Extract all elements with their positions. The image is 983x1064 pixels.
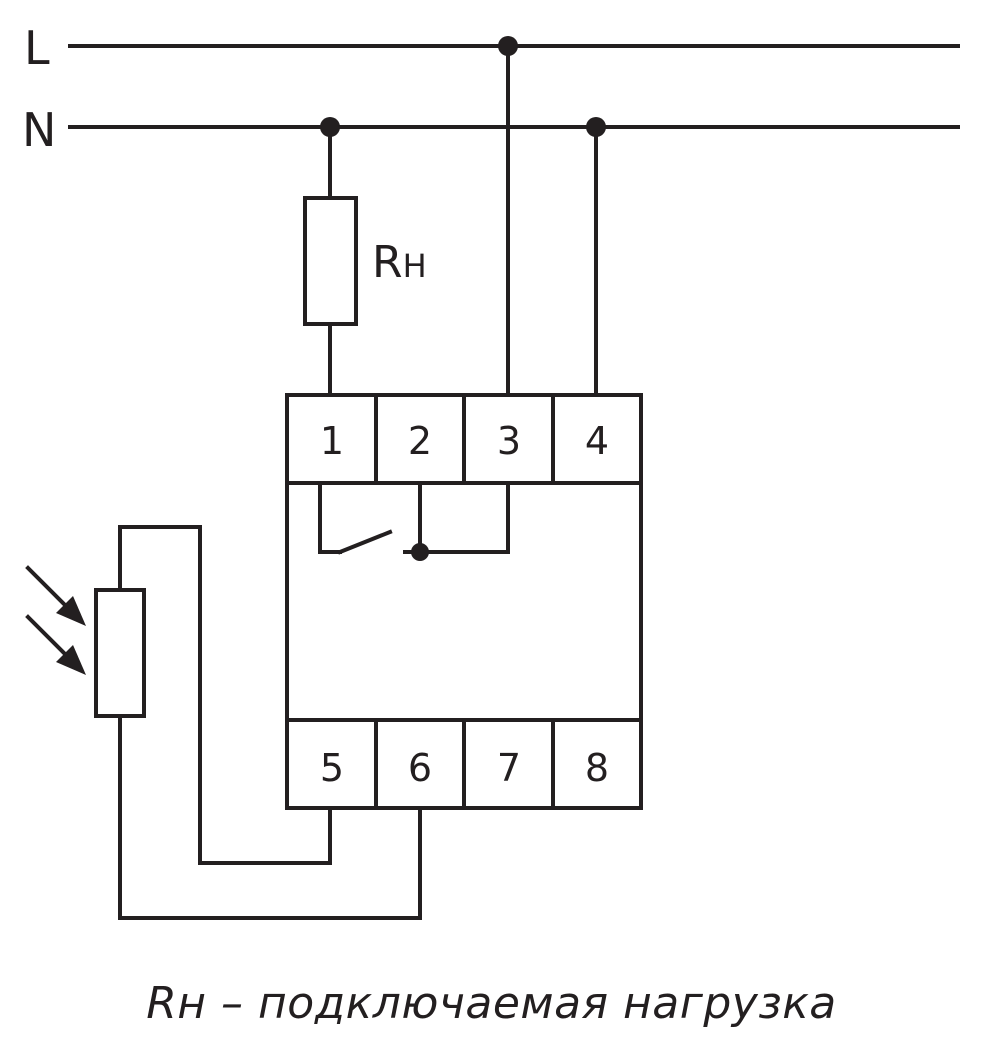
light-arrowhead-upper [56,596,86,626]
load-resistor [303,196,358,326]
terminal-7-label: 7 [497,746,521,790]
contact-wire-terminal-3 [418,481,510,554]
junction-dot-N-load [320,117,340,137]
light-arrowhead-lower [56,645,86,675]
line-N-label: N [22,103,56,157]
junction-dot-N-terminal-4 [586,117,606,137]
terminal-5-label: 5 [320,746,344,790]
photoresistor [94,588,146,718]
junction-dot-L [498,36,518,56]
diagram-caption: Rн – подключаемая нагрузка [146,978,837,1029]
contact-junction-dot [411,543,429,561]
terminal-8-label: 8 [585,746,609,790]
terminal-3-label: 3 [497,419,521,463]
load-label: RH [372,237,427,288]
line-L-label: L [24,21,50,75]
terminal-4-label: 4 [585,419,609,463]
terminal-6-label: 6 [408,746,432,790]
sensor-wire-terminal-5 [118,525,332,865]
sensor-wire-terminal-6 [118,714,422,920]
terminal-2-label: 2 [408,419,432,463]
contact-wire-terminal-1 [318,481,342,554]
contact-switch-blade [337,529,393,555]
terminal-1-label: 1 [320,419,344,463]
